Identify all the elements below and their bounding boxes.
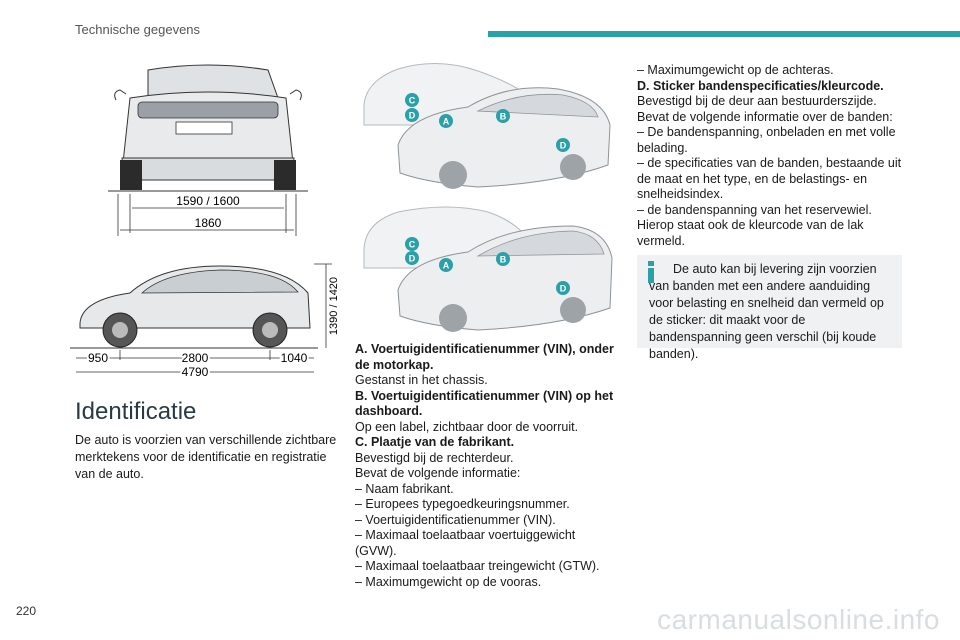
svg-text:D: D <box>560 284 567 294</box>
text-line: – Maximumgewicht op de achteras. <box>637 63 834 77</box>
callout-b: B <box>496 252 510 266</box>
svg-text:C: C <box>409 240 416 250</box>
text-line: – Maximaal toelaatbaar treingewicht (GTW… <box>355 559 600 573</box>
svg-text:B: B <box>500 112 507 122</box>
text-line: Bevestigd bij de rechterdeur. <box>355 450 514 465</box>
dimension-front-overhang: 950 <box>88 351 108 365</box>
text-line: C. Plaatje van de fabrikant. <box>355 435 515 449</box>
text-line: B. Voertuigidentificatienummer (VIN) op … <box>355 388 614 419</box>
text-line: Bevat de volgende informatie over de ban… <box>637 109 893 124</box>
dimension-track: 1590 / 1600 <box>176 194 240 208</box>
text-line: – Maximaal toelaatbaar voertuiggewicht (… <box>355 528 576 558</box>
text-line: – Europees typegoedkeuringsnummer. <box>355 497 570 511</box>
identification-list-column-3: – Maximumgewicht op de achteras. D. Stic… <box>637 63 905 249</box>
watermark: carmanualsonline.info <box>657 604 940 635</box>
header-accent-bar <box>488 31 960 37</box>
header-section-title: Technische gegevens <box>75 22 201 37</box>
svg-text:D: D <box>560 141 567 151</box>
svg-text:C: C <box>409 96 416 106</box>
intro-paragraph: De auto is voorzien van verschillende zi… <box>75 433 337 481</box>
text-line: Op een label, zichtbaar door de voorruit… <box>355 419 579 434</box>
page-number: 220 <box>16 604 37 618</box>
rear-view-diagram: 1590 / 1600 1860 <box>108 64 308 236</box>
text-line: – de bandenspanning van het reservewiel. <box>637 202 872 217</box>
callout-c: C <box>405 93 419 107</box>
identification-list-column-2: A. Voertuigidentificatienummer (VIN), on… <box>355 342 620 590</box>
text-line: D. Sticker bandenspecificaties/kleurcode… <box>637 78 884 93</box>
dimension-length: 4790 <box>182 365 209 378</box>
text-line: – De bandenspanning, onbeladen en met vo… <box>637 125 896 155</box>
svg-text:A: A <box>443 117 450 127</box>
text-line: – Maximumgewicht op de vooras. <box>355 574 542 589</box>
svg-text:D: D <box>409 254 416 264</box>
svg-text:D: D <box>409 111 416 121</box>
callout-a: A <box>439 114 453 128</box>
svg-text:B: B <box>500 255 507 265</box>
text-line: – Voertuigidentificatienummer (VIN). <box>355 512 556 527</box>
dimension-width: 1860 <box>195 216 222 230</box>
text-line: Bevestigd bij de deur aan bestuurderszij… <box>637 94 877 108</box>
callout-d: D <box>556 281 570 295</box>
text-line: – Naam fabrikant. <box>355 481 454 496</box>
text-line: Gestanst in het chassis. <box>355 373 488 387</box>
text-line: – de specificaties van de banden, bestaa… <box>637 156 902 201</box>
info-icon <box>648 261 654 283</box>
callout-c: C <box>405 237 419 251</box>
dimension-wheelbase: 2800 <box>182 351 209 365</box>
callout-d: D <box>556 138 570 152</box>
callout-d: D <box>405 108 419 122</box>
identification-diagram-wagon: C D A B D <box>363 206 613 332</box>
dimension-rear-overhang: 1040 <box>281 351 308 365</box>
side-view-diagram: 1390 / 1420 950 2800 1040 4790 <box>70 263 340 378</box>
callout-a: A <box>439 258 453 272</box>
text-line: A. Voertuigidentificatienummer (VIN), on… <box>355 342 614 372</box>
dimension-height: 1390 / 1420 <box>328 277 340 335</box>
info-note: De auto kan bij levering zijn voorzien v… <box>637 255 902 361</box>
note-text: De auto kan bij levering zijn voorzien v… <box>649 262 884 361</box>
callout-d: D <box>405 251 419 265</box>
text-line: Bevat de volgende informatie: <box>355 466 521 480</box>
svg-text:A: A <box>443 261 450 271</box>
section-title: Identificatie <box>75 398 197 425</box>
callout-b: B <box>496 109 510 123</box>
identification-diagram-fastback: C D A B D <box>363 63 611 189</box>
text-line: Hierop staat ook de kleurcode van de lak… <box>637 218 864 248</box>
